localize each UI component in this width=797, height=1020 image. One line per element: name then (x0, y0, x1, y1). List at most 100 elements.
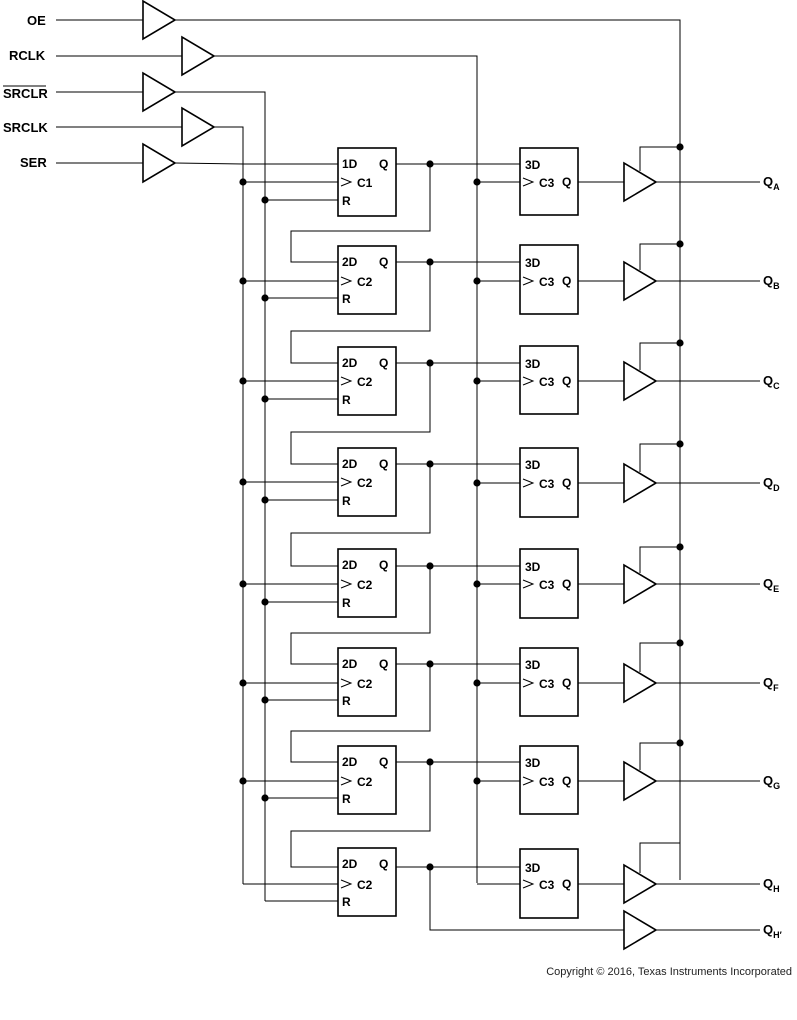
storage-ff-d-label: 3D (525, 756, 541, 770)
storage-ff-c-label: C3 (539, 275, 555, 289)
shift-ff-r-label: R (342, 194, 351, 208)
output-buffer (623, 662, 658, 704)
shift-ff-q-label: Q (379, 857, 388, 871)
shift-ff-d-label: 2D (342, 558, 358, 572)
shift-ff-d-label: 2D (342, 755, 358, 769)
output-buffer (623, 161, 658, 203)
storage-ff-box (519, 447, 579, 518)
cascade-wire (290, 664, 431, 763)
srclk-label: SRCLK (3, 120, 48, 135)
cascade-wire (290, 262, 431, 364)
oe-enable-wire (639, 742, 680, 770)
rclk-junction-dot (473, 277, 481, 285)
rclk-junction-dot (473, 580, 481, 588)
qh-prime-wire (429, 867, 624, 931)
shift-ff-d-label: 2D (342, 356, 358, 370)
shift-ff-q-label: Q (379, 457, 388, 471)
cascade-wire (290, 363, 431, 465)
cascade-wire (290, 464, 431, 567)
storage-ff-d-label: 3D (525, 256, 541, 270)
clock-edge-icon (522, 177, 535, 187)
clock-edge-icon (340, 177, 353, 187)
shift-ff-box (337, 847, 397, 917)
output-label-sub: A (773, 182, 780, 192)
clock-edge-icon (340, 678, 353, 688)
oe-junction-dot (676, 639, 684, 647)
clock-edge-icon (340, 579, 353, 589)
output-label: QG (763, 773, 780, 791)
shift-ff-d-label: 2D (342, 657, 358, 671)
output-label-base: Q (763, 373, 773, 388)
storage-ff-q-label: Q (562, 774, 571, 788)
output-label-sub: E (773, 584, 779, 594)
srclr-junction-dot (261, 794, 269, 802)
shift-ff-q-label: Q (379, 558, 388, 572)
output-label-sub: F (773, 683, 779, 693)
storage-ff-box (519, 548, 579, 619)
srclr-label: SRCLR (3, 86, 48, 101)
oe-enable-wire (639, 342, 680, 370)
oe-junction-dot (676, 543, 684, 551)
srclk-buffer (181, 106, 216, 148)
storage-ff-c-label: C3 (539, 176, 555, 190)
srclr-junction-dot (261, 598, 269, 606)
clock-edge-icon (522, 776, 535, 786)
output-buffer (623, 863, 658, 905)
oe-junction-dot (676, 440, 684, 448)
shift-ff-r-label: R (342, 694, 351, 708)
storage-ff-q-label: Q (562, 374, 571, 388)
rclk-bus (214, 55, 478, 883)
srclk-junction-dot (239, 478, 247, 486)
clock-edge-icon (340, 276, 353, 286)
clock-edge-icon (522, 478, 535, 488)
output-label-base: Q (763, 174, 773, 189)
shift-ff-d-label: 1D (342, 157, 358, 171)
storage-ff-d-label: 3D (525, 658, 541, 672)
clock-edge-icon (340, 879, 353, 889)
storage-ff-c-label: C3 (539, 878, 555, 892)
output-label-sub: G (773, 781, 780, 791)
storage-ff-d-label: 3D (525, 158, 541, 172)
output-label-base: Q (763, 675, 773, 690)
shift-ff-c-label: C2 (357, 275, 373, 289)
qh-prime-output: QH′ (429, 867, 782, 951)
shift-ff-r-label: R (342, 393, 351, 407)
output-label-base: Q (763, 876, 773, 891)
qh-prime-buffer (623, 909, 658, 951)
srclr-junction-dot (261, 294, 269, 302)
shift-ff-c-label: C2 (357, 878, 373, 892)
cascade-wire (290, 164, 431, 263)
shift-ff-r-label: R (342, 494, 351, 508)
oe-junction-dot (676, 339, 684, 347)
output-label: QF (763, 675, 779, 693)
shift-ff-q-label: Q (379, 755, 388, 769)
rclk-label: RCLK (9, 48, 46, 63)
srclr-junction-dot (261, 696, 269, 704)
oe-label: OE (27, 13, 46, 28)
shift-ff-c-label: C2 (357, 775, 373, 789)
shift-ff-d-label: 2D (342, 255, 358, 269)
srclr-buffer (142, 71, 177, 113)
srclk-junction-dot (239, 178, 247, 186)
shift-ff-q-label: Q (379, 356, 388, 370)
clock-edge-icon (522, 579, 535, 589)
output-label: QC (763, 373, 780, 391)
oe-junction-dot (676, 240, 684, 248)
srclk-junction-dot (239, 580, 247, 588)
clock-edge-icon (340, 477, 353, 487)
clock-edge-icon (522, 276, 535, 286)
srclr-bus (175, 91, 266, 901)
storage-ff-q-label: Q (562, 274, 571, 288)
shift-ff-q-label: Q (379, 255, 388, 269)
clock-edge-icon (522, 678, 535, 688)
shift-ff-q-label: Q (379, 157, 388, 171)
oe-junction-dot (676, 143, 684, 151)
clock-edge-icon (522, 376, 535, 386)
qh-prime-base: Q (763, 922, 773, 937)
